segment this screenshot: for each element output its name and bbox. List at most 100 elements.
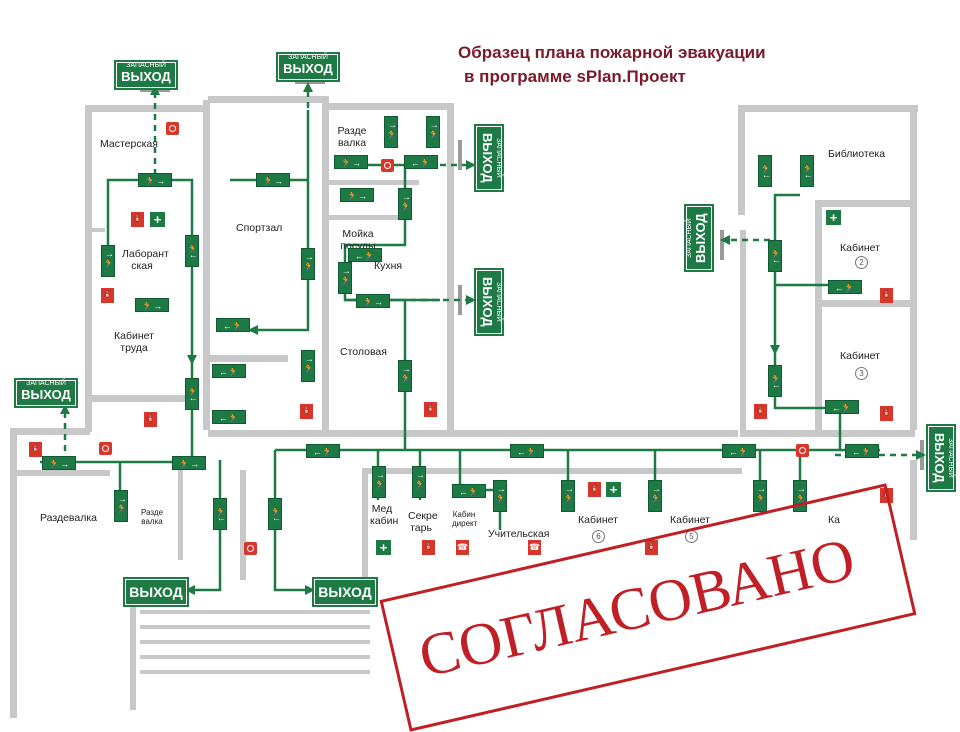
room-label-kabin-direkt: Кабин директ [452,510,478,528]
room-label-razdevalka-small: Разде валка [141,508,164,526]
running-man-arrow-icon: 🏃↓ [800,155,814,187]
room-label-laborantskaya: Лаборант ская [122,248,169,272]
emergency-exit-big-text: ВЫХОД [121,69,171,84]
fire-extinguisher-icon: 🧯 [645,540,658,555]
running-man-arrow-icon: ↑🏃 [412,466,426,498]
running-man-arrow-icon: 🏃→ [138,173,172,187]
running-man-arrow-icon: 🏃↓ [768,365,782,397]
running-man-arrow-icon: ↑🏃 [372,466,386,498]
fire-extinguisher-icon: 🧯 [144,412,157,427]
room-number-2: 2 [855,256,868,269]
running-man-arrow-icon: 🏃→ [334,155,368,169]
fire-alarm-icon [381,159,394,172]
fire-extinguisher-icon: 🧯 [880,406,893,421]
running-man-arrow-icon: ↑🏃 [338,262,352,294]
running-man-arrow-icon: ↑🏃 [561,480,575,512]
running-man-arrow-icon: ←🏃 [348,248,382,262]
fire-extinguisher-icon: 🧯 [588,482,601,497]
emergency-exit-big-text: ВЫХОД [932,433,947,483]
room-label-kabinet-cut: Ка [828,514,840,526]
phone-icon: ☎ [456,540,469,555]
fire-alarm-icon [166,122,179,135]
emergency-exit-sign-top-left: ЗАПАСНЫЙ ВЫХОД [114,60,178,90]
fire-extinguisher-icon: 🧯 [880,288,893,303]
fire-extinguisher-icon: 🧯 [29,442,42,457]
running-man-arrow-icon: ←🏃 [510,444,544,458]
running-man-arrow-icon: 🏃↓ [185,235,199,267]
room-label-razdevalka-top: Разде валка [337,125,367,149]
room-label-biblioteka: Библиотека [828,148,886,160]
running-man-arrow-icon: 🏃→ [172,456,206,470]
running-man-arrow-icon: ←🏃 [306,444,340,458]
running-man-arrow-icon: 🏃→ [42,456,76,470]
emergency-exit-sign-left: ЗАПАСНЫЙ ВЫХОД [14,378,78,408]
running-man-arrow-icon: ←🏃 [828,280,862,294]
emergency-exit-big-text: ВЫХОД [283,61,333,76]
emergency-exit-small-text: ЗАПАСНЫЙ [288,54,328,61]
running-man-arrow-icon: 🏃→ [256,173,290,187]
running-man-arrow-icon: ↑🏃 [101,245,115,277]
running-man-arrow-icon: ←🏃 [212,410,246,424]
running-man-arrow-icon: ↑🏃 [301,350,315,382]
emergency-exit-small-text: ЗАПАСНЫЙ [126,62,166,69]
room-label-kabinet-5: Кабинет [670,514,710,526]
emergency-exit-big-text: ВЫХОД [480,277,495,327]
room-label-kuhnya: Кухня [374,260,403,272]
running-man-arrow-icon: ←🏃 [212,364,246,378]
running-man-arrow-icon: ←🏃 [404,155,438,169]
emergency-exit-big-text: ВЫХОД [480,133,495,183]
running-man-arrow-icon: ←🏃 [845,444,879,458]
room-label-sportzal: Спортзал [236,222,283,234]
fire-alarm-icon [244,542,257,555]
fire-extinguisher-icon: 🧯 [131,212,144,227]
room-label-kabinet-3: Кабинет [840,350,880,362]
running-man-arrow-icon: ↑🏃 [753,480,767,512]
running-man-arrow-icon: 🏃↓ [768,240,782,272]
phone-icon: ☎ [528,540,541,555]
room-label-razdevalka: Раздевалка [40,512,98,524]
first-aid-icon: + [376,540,391,555]
plan-title-line2: в программе sPlan.Проект [464,67,686,86]
first-aid-icon: + [150,212,165,227]
running-man-arrow-icon: ↑🏃 [793,480,807,512]
running-man-arrow-icon: ↑🏃 [648,480,662,512]
fire-extinguisher-icon: 🧯 [300,404,313,419]
running-man-arrow-icon: ↑🏃 [398,188,412,220]
emergency-exit-sign-right: ЗАПАСНЫЙ ВЫХОД [926,424,956,492]
room-label-kabinet-6: Кабинет [578,514,618,526]
emergency-exit-sign-top-center: ЗАПАСНЫЙ ВЫХОД [276,52,340,82]
running-man-arrow-icon: ↑🏃 [493,480,507,512]
fire-extinguisher-icon: 🧯 [880,488,893,503]
emergency-exit-small-text: ЗАПАСНЫЙ [495,138,502,178]
running-man-arrow-icon: 🏃↓ [268,498,282,530]
room-label-sekretar: Секре тарь [408,510,438,534]
main-exit-sign-right: ВЫХОД [312,577,378,607]
running-man-arrow-icon: ↑🏃 [398,360,412,392]
main-exit-sign-left: ВЫХОД [123,577,189,607]
first-aid-icon: + [606,482,621,497]
room-label-stolovaya: Столовая [340,346,387,358]
emergency-exit-big-text: ВЫХОД [693,213,708,263]
running-man-arrow-icon: ←🏃 [216,318,250,332]
running-man-arrow-icon: ↑🏃 [301,248,315,280]
emergency-exit-sign-kitchen: ЗАПАСНЫЙ ВЫХОД [474,124,504,192]
running-man-arrow-icon: 🏃↓ [758,155,772,187]
fire-extinguisher-icon: 🧯 [101,288,114,303]
fire-extinguisher-icon: 🧯 [754,404,767,419]
room-label-med-kabinet: Мед кабин [370,503,399,527]
room-label-uchitelskaya: Учительская [488,528,550,540]
running-man-arrow-icon: ←🏃 [722,444,756,458]
emergency-exit-big-text: ВЫХОД [21,387,71,402]
running-man-arrow-icon: ↑🏃 [384,116,398,148]
plan-title-line1: Образец плана пожарной эвакуации [458,43,766,62]
emergency-exit-small-text: ЗАПАСНЫЙ [26,380,66,387]
room-label-kabinet-2: Кабинет [840,242,880,254]
room-label-masterskaya: Мастерская [100,138,158,150]
emergency-exit-sign-dining: ЗАПАСНЫЙ ВЫХОД [474,268,504,336]
fire-alarm-icon [99,442,112,455]
running-man-arrow-icon: ↑🏃 [114,490,128,522]
running-man-arrow-icon: 🏃↓ [185,378,199,410]
running-man-arrow-icon: ←🏃 [825,400,859,414]
room-number-6: 6 [592,530,605,543]
emergency-exit-small-text: ЗАПАСНЫЙ [947,438,954,478]
